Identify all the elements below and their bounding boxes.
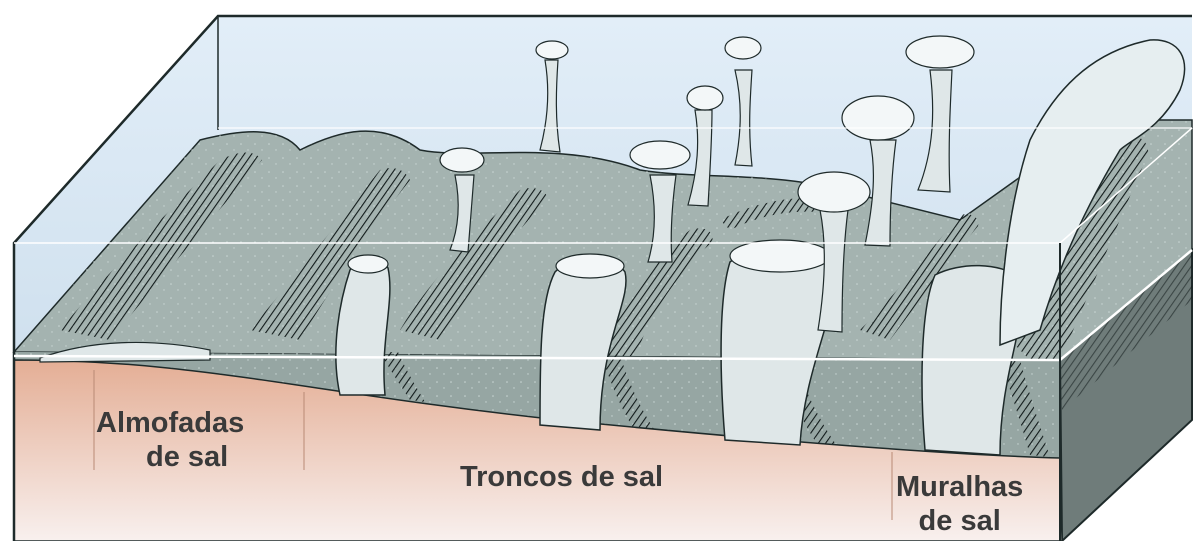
salt-stocks-label: Troncos de sal	[460, 460, 663, 494]
salt-pillows-label: Almofadas de sal	[96, 406, 244, 474]
salt-walls-label: Muralhas de sal	[896, 470, 1023, 538]
salt-walls-label-line1: Muralhas	[896, 470, 1023, 504]
salt-pillows-label-line2: de sal	[96, 440, 244, 474]
salt-walls-label-line2: de sal	[896, 504, 1023, 538]
salt-pillows-label-line1: Almofadas	[96, 406, 244, 440]
